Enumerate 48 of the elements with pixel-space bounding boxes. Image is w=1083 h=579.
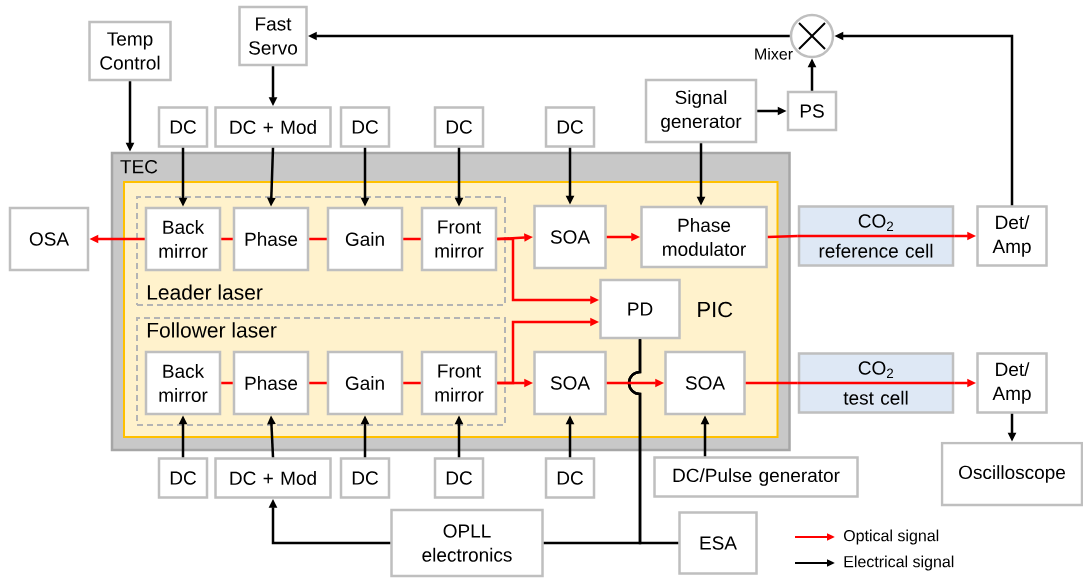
connector-line bbox=[221, 237, 233, 241]
connector-line bbox=[221, 381, 233, 385]
legend-label: Electrical signal bbox=[844, 555, 954, 571]
connector-line bbox=[309, 237, 327, 241]
component-box: Back mirror bbox=[144, 350, 222, 416]
component-box: DC/Pulse generator bbox=[653, 456, 859, 498]
legend-label: Optical signal bbox=[843, 529, 939, 545]
component-box: DC bbox=[433, 106, 485, 148]
gas-cell-box: CO$_{2}$ reference cell bbox=[797, 205, 955, 267]
component-box: Phase modulator bbox=[640, 205, 768, 269]
component-box: DC bbox=[544, 457, 596, 499]
component-box: DC bbox=[339, 106, 391, 148]
component-box: PS bbox=[786, 90, 838, 132]
connector-line bbox=[627, 339, 679, 545]
connector-line bbox=[767, 234, 798, 239]
component-box: DC bbox=[339, 457, 391, 499]
connector-line bbox=[403, 381, 421, 385]
component-box: OPLL electronics bbox=[390, 508, 544, 578]
component-box: Oscilloscope bbox=[940, 441, 1083, 507]
component-box: DC bbox=[157, 106, 209, 148]
component-box: OSA bbox=[8, 206, 90, 272]
component-box: Front mirror bbox=[420, 206, 498, 272]
component-box: Signal generator bbox=[644, 78, 758, 144]
component-box: DC bbox=[433, 457, 485, 499]
component-box: ESA bbox=[678, 511, 758, 575]
gas-cell-box: CO$_{2}$ test cell bbox=[797, 352, 955, 414]
component-box: Temp Control bbox=[88, 20, 172, 82]
component-box: Gain bbox=[326, 350, 404, 416]
component-box: Back mirror bbox=[144, 206, 222, 272]
component-box: Det/ Amp bbox=[976, 352, 1048, 414]
component-box: PD bbox=[599, 278, 681, 340]
component-box: DC bbox=[157, 457, 209, 499]
component-box: DC bbox=[544, 106, 596, 148]
connector-line bbox=[309, 381, 327, 385]
component-box: Det/ Amp bbox=[976, 205, 1048, 267]
component-box: DC + Mod bbox=[214, 457, 332, 499]
component-box: SOA bbox=[533, 204, 607, 270]
component-box: Front mirror bbox=[420, 350, 498, 416]
connector-line bbox=[745, 381, 798, 385]
mixer-label: Mixer bbox=[755, 47, 793, 60]
component-box: Phase bbox=[232, 350, 310, 416]
component-box: Gain bbox=[326, 206, 404, 272]
component-box: DC + Mod bbox=[214, 106, 332, 148]
component-box: SOA bbox=[664, 350, 746, 416]
component-box: Fast Servo bbox=[238, 5, 308, 67]
component-box: SOA bbox=[533, 350, 607, 416]
connector-line bbox=[403, 237, 421, 241]
component-box: Phase bbox=[232, 206, 310, 272]
